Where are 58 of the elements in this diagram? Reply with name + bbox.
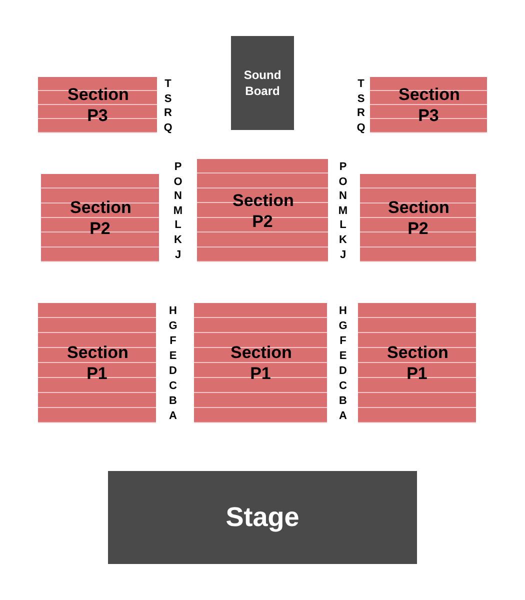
row-letter: M [337,204,349,218]
seating-section [38,77,157,133]
row-letter: K [338,234,348,247]
row-letter: Q [356,122,366,134]
row-letter: B [168,395,178,408]
sound-board-label: Sound Board [242,67,282,99]
section-label: Section P1 [387,342,447,384]
seating-section [358,303,476,423]
row-letter: F [168,335,178,348]
row-letter: N [338,190,348,204]
seating-section [194,303,327,423]
section-label: Section P3 [68,84,128,126]
row-letter: H [338,305,348,318]
row-letter: T [164,78,172,91]
row-letter: L [174,219,182,232]
section-label: Section P3 [398,84,458,126]
row-letter: D [338,365,348,378]
section-label: Section P2 [232,190,292,232]
row-letter: G [338,320,348,333]
row-letter: O [338,176,348,189]
row-letter: A [168,410,178,423]
row-letter: P [338,161,348,174]
section-label: Section P2 [70,197,130,239]
seating-section [41,174,159,262]
row-letter: P [173,161,183,174]
row-letter: H [168,305,178,318]
seating-section [38,303,156,423]
sound-board-box [231,36,294,130]
seating-section [360,174,476,262]
row-letter: T [356,78,366,91]
row-letter: G [168,320,178,333]
row-letter: Q [162,122,174,134]
row-letter: R [163,107,173,120]
section-label: Section P2 [388,197,448,239]
seating-section [370,77,487,133]
row-letter: N [173,190,183,204]
section-label: Section P1 [230,342,290,384]
row-letter: S [356,92,366,106]
row-letter: D [168,365,178,378]
row-letter: L [338,219,348,232]
row-letter: A [338,410,348,423]
row-letter: E [338,350,348,363]
row-letter: C [168,380,178,393]
stage-label: Stage [226,502,300,533]
row-letter: O [172,176,184,189]
row-letter: C [338,380,348,393]
row-letter: J [338,248,348,262]
row-letter: S [163,92,173,106]
seating-section [197,159,328,262]
stage-area [108,471,417,564]
row-letter: R [356,107,366,120]
row-letter: B [338,395,348,408]
row-letter: K [173,234,183,247]
row-letter: F [338,335,348,348]
section-label: Section P1 [67,342,127,384]
row-letter: E [168,350,178,363]
row-letter: M [172,204,184,218]
row-letter: J [174,248,182,262]
